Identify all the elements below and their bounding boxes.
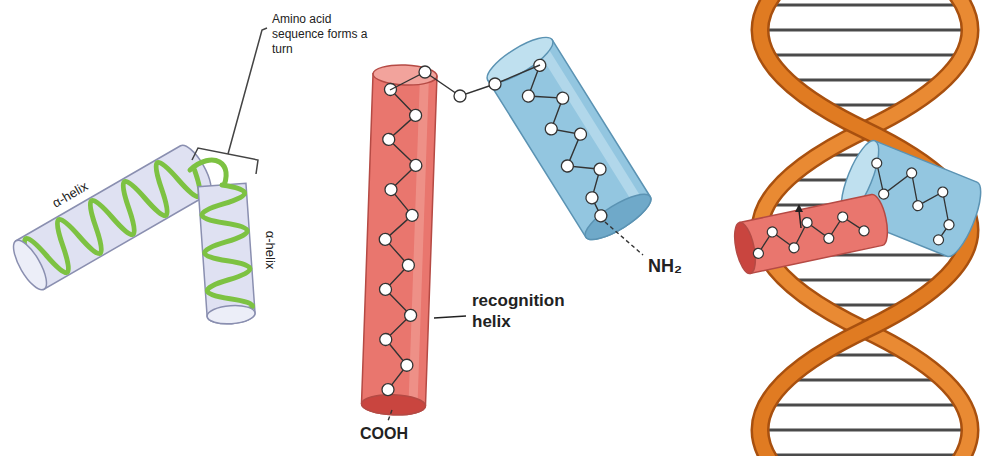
part-label: α-helix: [262, 231, 278, 270]
leader-line: [434, 316, 466, 318]
terminus-dash: [388, 222, 643, 421]
part-label: COOH: [360, 424, 408, 443]
turn-chain: [390, 65, 540, 102]
recognition-helix-cylinder: [361, 64, 437, 416]
blue-helix-cylinder: [481, 30, 656, 248]
part-label: NH₂: [648, 255, 682, 277]
recognition-helix-cylinder: [731, 193, 891, 276]
alpha-helix-cylinder: [198, 183, 256, 325]
part-label: α-helix: [49, 178, 90, 211]
direction-arrow: [795, 204, 803, 228]
part-label: Amino acid sequence forms a turn: [272, 12, 376, 57]
turn-bracket: [192, 28, 267, 174]
alpha-helix-cylinder: [7, 141, 217, 294]
part-label: recognition helix: [472, 290, 582, 332]
